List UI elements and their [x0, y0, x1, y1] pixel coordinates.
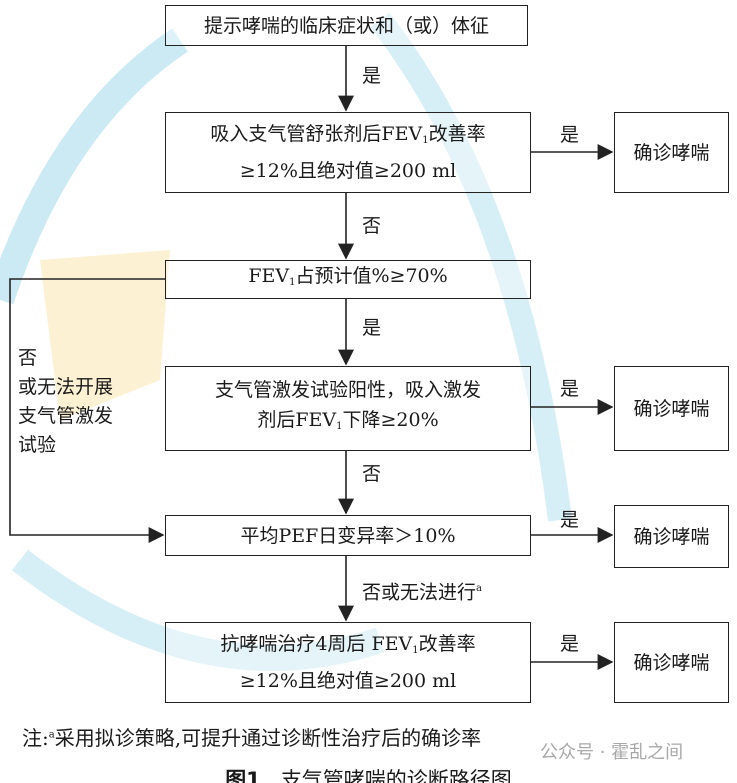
- confirm-text: 确诊哮喘: [633, 651, 710, 674]
- left-branch-label: 否 或无法开展 支气管激发 试验: [18, 344, 113, 460]
- treatment-text: 改善率: [418, 633, 476, 655]
- no-label: 否: [362, 463, 382, 485]
- confirm-text: 确诊哮喘: [633, 525, 710, 548]
- confirm-box-4: 确诊哮喘: [614, 622, 729, 703]
- bronchodilator-text: 吸入支气管舒张剂后FEV: [210, 123, 423, 145]
- treatment-box: 抗哮喘治疗4周后 FEV1改善率 ≥12%且绝对值≥200 ml: [165, 622, 531, 703]
- confirm-box-3: 确诊哮喘: [614, 505, 729, 568]
- note-marker: a: [48, 729, 55, 741]
- yes-label: 是: [560, 509, 580, 531]
- start-text: 提示哮喘的临床症状和（或）体征: [203, 14, 489, 37]
- treatment-text: 抗哮喘治疗4周后 FEV: [220, 633, 413, 655]
- fev1-text: 占预计值%≥70%: [295, 265, 448, 287]
- figure-caption: 图1 支气管哮喘的诊断路径图: [0, 764, 737, 783]
- note-prefix: 注:: [22, 726, 49, 750]
- footnote-marker: a: [476, 583, 482, 594]
- wechat-watermark: 公众号 · 霍乱之间: [540, 742, 684, 763]
- no-label: 否: [362, 215, 382, 237]
- fev1-text: FEV: [248, 265, 290, 287]
- provocation-box: 支气管激发试验阳性，吸入激发剂后FEV1下降≥20%: [165, 366, 531, 451]
- yes-label: 是: [560, 633, 580, 655]
- no-or-cannot-label: 否或无法进行a: [362, 577, 482, 604]
- pef-box: 平均PEF日变异率＞10%: [165, 515, 531, 556]
- left-branch-line: 试验: [18, 434, 57, 456]
- no-or-cannot-text: 否或无法进行: [362, 581, 477, 604]
- provocation-text: 支气管激发试验阳性，吸入激发: [214, 379, 481, 401]
- yes-label: 是: [560, 378, 580, 400]
- provocation-text: 剂后FEV: [257, 409, 337, 431]
- note-text: 采用拟诊策略,可提升通过诊断性治疗后的确诊率: [54, 726, 482, 750]
- yes-label: 是: [362, 317, 382, 339]
- yes-label: 是: [362, 65, 382, 87]
- yes-label: 是: [560, 124, 580, 146]
- bronchodilator-text: 改善率: [428, 123, 486, 145]
- caption-number: 图1: [225, 768, 261, 783]
- subscript: 1: [422, 135, 429, 146]
- subscript: 1: [336, 421, 343, 432]
- subscript: 1: [289, 277, 296, 288]
- left-branch-line: 或无法开展: [18, 376, 114, 398]
- treatment-criteria: ≥12%且绝对值≥200 ml: [239, 670, 457, 692]
- confirm-text: 确诊哮喘: [633, 397, 710, 420]
- subscript: 1: [412, 645, 419, 656]
- bronchodilator-criteria: ≥12%且绝对值≥200 ml: [239, 160, 457, 182]
- pef-text: 平均PEF日变异率＞10%: [240, 524, 456, 547]
- left-branch-line: 支气管激发: [18, 405, 114, 427]
- provocation-text: 下降≥20%: [342, 409, 439, 431]
- bronchodilator-box: 吸入支气管舒张剂后FEV1改善率 ≥12%且绝对值≥200 ml: [165, 112, 531, 193]
- caption-title: 支气管哮喘的诊断路径图: [280, 768, 512, 783]
- start-box: 提示哮喘的临床症状和（或）体征: [165, 5, 528, 46]
- confirm-text: 确诊哮喘: [633, 141, 710, 164]
- confirm-box-2: 确诊哮喘: [614, 366, 729, 451]
- left-branch-line: 否: [18, 347, 38, 369]
- fev1-box: FEV1占预计值%≥70%: [165, 260, 531, 299]
- confirm-box-1: 确诊哮喘: [614, 112, 729, 193]
- footnote: 注:a采用拟诊策略,可提升通过诊断性治疗后的确诊率: [22, 722, 481, 751]
